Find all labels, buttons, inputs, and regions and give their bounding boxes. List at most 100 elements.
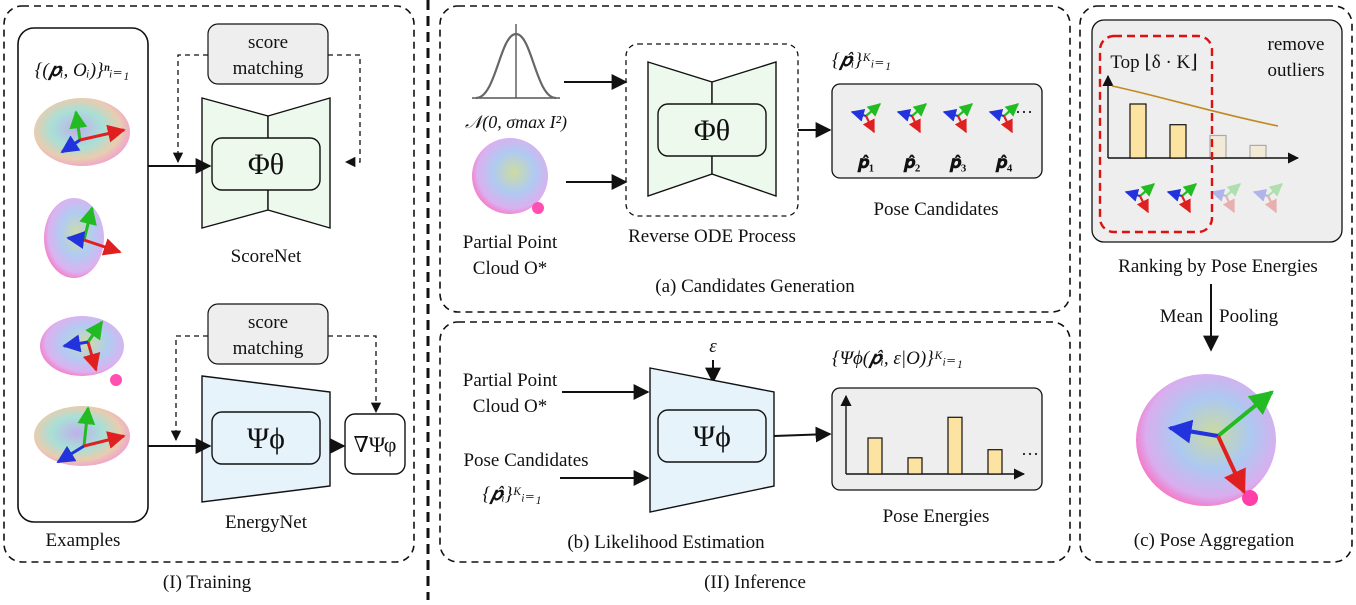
lik-net-symbol: Ψϕ bbox=[693, 420, 731, 453]
ranking-pose-frame-2-blue-axis bbox=[1166, 188, 1183, 202]
pose-frames bbox=[850, 103, 1020, 134]
partial-cloud-a-line2: Cloud O* bbox=[473, 258, 547, 279]
candidates-generation-frame bbox=[439, 5, 1071, 313]
example-cloud-3 bbox=[40, 316, 124, 386]
pose-frame-3-blue-axis bbox=[942, 108, 959, 122]
likelihood-estimation-caption: (b) Likelihood Estimation bbox=[567, 532, 765, 553]
mean-label: Mean bbox=[1160, 306, 1204, 327]
pose-aggregation-caption: (c) Pose Aggregation bbox=[1134, 530, 1295, 551]
pose-frame-4-green-axis bbox=[1003, 103, 1020, 117]
scorenet-symbol: Φθ bbox=[248, 148, 284, 181]
energy-bars bbox=[867, 416, 1003, 475]
candidates-generation-caption: (a) Candidates Generation bbox=[655, 276, 855, 297]
ranking-pose-frame-3-red-axis bbox=[1222, 195, 1235, 214]
partial-cloud-b-line2: Cloud O* bbox=[473, 396, 547, 417]
ranking-pose-frame-3-green-axis bbox=[1225, 183, 1242, 197]
candidates-box bbox=[831, 83, 1043, 179]
energynet-to-energies-arrow bbox=[773, 426, 832, 443]
aggregated-axis-red bbox=[1216, 435, 1246, 495]
partial-cloud-a bbox=[472, 138, 548, 214]
pose-aggregation-frame bbox=[1079, 5, 1353, 563]
pose-frame-3-green-axis bbox=[957, 103, 974, 117]
remove-outliers-line2: outliers bbox=[1268, 60, 1325, 81]
ode-symbol: Φθ bbox=[694, 114, 730, 147]
energynet-label: EnergyNet bbox=[225, 512, 308, 533]
scorenet-label: ScoreNet bbox=[231, 246, 302, 267]
pose-frame-4-blue-axis bbox=[988, 108, 1005, 122]
lik-energynet-core bbox=[657, 409, 767, 463]
noise-formula: 𝒩(0, σmax I²) bbox=[465, 112, 567, 133]
pose-frame-4-red-axis bbox=[1000, 115, 1013, 134]
pose-frame-1-blue-axis bbox=[850, 108, 867, 122]
candidates-label: Pose Candidates bbox=[873, 199, 998, 220]
likelihood-estimation-frame bbox=[439, 321, 1071, 563]
energy-formula: {Ψϕ(𝒑̂ᵢ, ε|O)}ᴷᵢ₌₁ bbox=[832, 348, 963, 369]
training-frame bbox=[3, 5, 415, 563]
examples-formula: {(𝒑ᵢ, Oᵢ)}ⁿᵢ₌₁ bbox=[35, 60, 130, 81]
pose-frame-2-green-axis bbox=[911, 103, 928, 117]
pose-frame-2 bbox=[896, 103, 928, 134]
pose-frame-2-red-axis bbox=[908, 115, 921, 134]
ranking-bar-3 bbox=[1209, 134, 1227, 159]
ranking-pose-frame-1 bbox=[1124, 183, 1156, 214]
ranking-pose-frame-1-red-axis bbox=[1136, 195, 1149, 214]
score-arrow-left-1 bbox=[172, 54, 208, 164]
aggregated-axis-green bbox=[1216, 390, 1274, 438]
ranking-threshold-curve bbox=[1111, 85, 1279, 127]
pose-candidates-formula: {𝒑̂ᵢ}ᴷᵢ₌₁ bbox=[482, 484, 541, 505]
pose-frame-1 bbox=[850, 103, 882, 134]
score-matching-1-line2: matching bbox=[233, 58, 304, 79]
energies-ellipsis: ··· bbox=[1021, 444, 1039, 464]
ranking-pose-frame-4-blue-axis bbox=[1252, 188, 1269, 202]
ode-frame bbox=[625, 43, 799, 217]
pose-label-4: 𝒑̂₄ bbox=[995, 152, 1013, 173]
score-matching-2-line2: matching bbox=[233, 338, 304, 359]
top-k-label: Top ⌊δ · K⌋ bbox=[1110, 52, 1197, 73]
candidates-formula: {𝒑̂ᵢ}ᴷᵢ₌₁ bbox=[832, 50, 891, 71]
ode-label: Reverse ODE Process bbox=[628, 226, 796, 247]
pooling-label: Pooling bbox=[1219, 306, 1279, 327]
remove-outliers-line1: remove bbox=[1268, 34, 1325, 55]
ranking-pose-frame-1-blue-axis bbox=[1124, 188, 1141, 202]
grad-box bbox=[344, 413, 406, 475]
ranking-pose-frame-3-blue-axis bbox=[1210, 188, 1227, 202]
examples-label: Examples bbox=[46, 530, 121, 551]
energynet-core bbox=[211, 411, 321, 465]
pose-frame-1-green-axis bbox=[865, 103, 882, 117]
energy-bar-3 bbox=[947, 416, 963, 475]
energy-bar-2 bbox=[907, 457, 923, 475]
epsilon-label: ε bbox=[709, 336, 717, 357]
ranking-pose-frames bbox=[1124, 183, 1284, 214]
ranking-pose-frame-3 bbox=[1210, 183, 1242, 214]
pose-candidates-label: Pose Candidates bbox=[463, 450, 588, 471]
score-matching-2-line1: score bbox=[248, 312, 288, 333]
score-arrow-left-2 bbox=[170, 335, 208, 442]
score-matching-box-2 bbox=[207, 303, 329, 365]
ranking-pose-frame-4 bbox=[1252, 183, 1284, 214]
partial-cloud-b-line1: Partial Point bbox=[463, 370, 558, 391]
pose-frame-2-blue-axis bbox=[896, 108, 913, 122]
score-arrow-right-1 bbox=[328, 54, 361, 168]
energy-bar-4 bbox=[987, 449, 1003, 475]
ode-core bbox=[657, 103, 767, 157]
ranking-pose-frame-2 bbox=[1166, 183, 1198, 214]
score-matching-1-line1: score bbox=[248, 32, 288, 53]
ranking-pose-frame-1-green-axis bbox=[1139, 183, 1156, 197]
ranking-pose-frame-4-green-axis bbox=[1267, 183, 1284, 197]
top-k-selection bbox=[1098, 34, 1214, 234]
ranking-pose-frame-4-red-axis bbox=[1264, 195, 1277, 214]
ranking-bar-4 bbox=[1249, 144, 1267, 159]
example-cloud-1 bbox=[34, 98, 130, 166]
example-cloud-4 bbox=[34, 406, 130, 466]
example-cloud-2 bbox=[44, 198, 122, 278]
energy-bar-1 bbox=[867, 437, 883, 475]
pose-frame-3 bbox=[942, 103, 974, 134]
ranking-pose-frame-2-red-axis bbox=[1178, 195, 1191, 214]
ranking-pose-frame-2-green-axis bbox=[1181, 183, 1198, 197]
score-matching-box-1 bbox=[207, 23, 329, 85]
pose-label-1: 𝒑̂₁ bbox=[857, 152, 875, 173]
pose-label-3: 𝒑̂₃ bbox=[949, 152, 967, 173]
pose-label-2: 𝒑̂₂ bbox=[903, 152, 921, 173]
